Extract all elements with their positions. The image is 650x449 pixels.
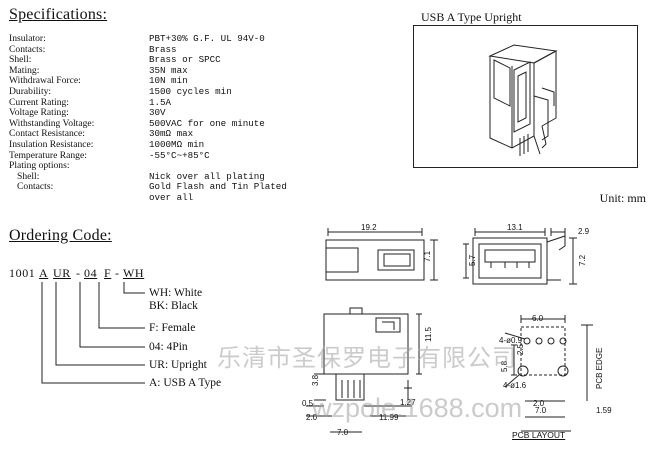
pcb-edge-label: PCB EDGE (595, 347, 604, 389)
dim-pcb-f: 2.0 (533, 399, 545, 408)
spec-key: Plating options: (9, 160, 70, 172)
legend-black: BK: Black (149, 300, 198, 312)
spec-value: -55°C~+85°C (149, 149, 210, 161)
spec-value: 1.5A (149, 96, 172, 108)
dim-side-pin: 3.8 (311, 374, 320, 386)
spec-key: Voltage Rating: (9, 107, 69, 119)
spec-key: Contacts: (9, 43, 46, 55)
dim-side-e: 7.0 (337, 428, 349, 437)
specifications-heading: Specifications: (9, 6, 108, 23)
dim-pcb-b: 4-ø0.9 (499, 336, 523, 345)
spec-row: Mating: 35N max (9, 64, 309, 76)
spec-row: over all (9, 193, 309, 203)
product-title: USB A Type Upright (421, 10, 522, 24)
dim-top-height: 7.1 (423, 250, 432, 262)
dim-side-a: 0.5 (302, 399, 314, 408)
spec-key: Insulator: (9, 33, 46, 44)
spec-value: 1000MΩ min (149, 139, 205, 150)
spec-row: Insulator: PBT+30% G.F. UL 94V-0 (9, 34, 309, 44)
dim-pcb-a: 6.0 (532, 314, 544, 323)
spec-value: 35N max (149, 64, 188, 76)
spec-value: PBT+30% G.F. UL 94V-0 (149, 33, 265, 44)
dim-front-h2: 7.2 (578, 254, 587, 266)
dim-pcb-g: 7.0 (535, 406, 547, 415)
spec-value: Nick over all plating (149, 170, 265, 182)
spec-value: Gold Flash and Tin Plated (149, 181, 287, 193)
ordering-leader-lines (41, 282, 145, 384)
legend-female: F: Female (149, 322, 196, 334)
code-part-dash-2: - (115, 266, 120, 280)
spec-row: Current Rating: 1.5A (9, 96, 309, 108)
ordering-code-heading: Ordering Code: (9, 227, 112, 244)
ordering-code: 1001 A UR - 04 F - WH (9, 266, 159, 280)
spec-row: Insulation Resistance: 1000MΩ min (9, 140, 309, 150)
spec-value: 1500 cycles min (149, 86, 232, 97)
dim-front-offset: 2.9 (578, 227, 590, 236)
dim-pcb-h: 1.59 (596, 406, 612, 415)
spec-value: over all (149, 192, 194, 203)
legend-white: WH: White (149, 287, 203, 299)
spec-row: Shell: Brass or SPCC (9, 55, 309, 65)
spec-key: Temperature Range: (9, 149, 87, 161)
spec-row: Voltage Rating: 30V (9, 108, 309, 118)
dim-front-width: 13.1 (507, 223, 523, 232)
spec-key: Shell: (9, 54, 32, 66)
dim-pcb-e: 5.8 (500, 360, 509, 372)
spec-key: Withstanding Voltage: (9, 117, 95, 129)
dim-top-width: 19.2 (361, 223, 377, 232)
spec-row: Durability: 1500 cycles min (9, 87, 309, 97)
spec-key: Durability: (9, 86, 52, 97)
dim-side-b: 1.27 (400, 398, 416, 407)
pcb-layout-label: PCB LAYOUT (512, 430, 566, 440)
legend-upright: UR: Upright (149, 359, 207, 371)
spec-row: Plating options: (9, 161, 309, 171)
spec-key: Contact Resistance: (9, 128, 85, 140)
spec-key: Withdrawal Force: (9, 75, 81, 87)
product-photo-frame (413, 25, 638, 168)
spec-row: Contact Resistance: 30mΩ max (9, 129, 309, 139)
spec-key: Shell: (17, 170, 40, 182)
code-part-series: 1001 (9, 266, 36, 280)
dim-pcb-d: 2.5 (516, 343, 525, 355)
spec-row: Withstanding Voltage: 500VAC for one minu… (9, 117, 309, 129)
spec-value: 30mΩ max (149, 128, 194, 140)
dim-pcb-c: 4-ø1.6 (503, 381, 527, 390)
code-part-color: WH (123, 266, 145, 280)
top-view-drawing (325, 228, 438, 281)
spec-key: Insulation Resistance: (9, 139, 94, 150)
spec-row: Contacts: Gold Flash and Tin Plated (9, 182, 309, 192)
spec-value: 10N min (149, 75, 188, 87)
spec-key: Current Rating: (9, 96, 69, 108)
front-view-drawing (463, 228, 577, 285)
spec-row: Contacts: Brass (9, 43, 309, 55)
code-part-style: UR (53, 266, 71, 280)
spec-key: Mating: (9, 64, 40, 76)
spec-row: Shell: Nick over all plating (9, 170, 309, 182)
spec-value: 500VAC for one minute (149, 117, 265, 129)
code-part-pins: 04 (84, 266, 98, 280)
dim-side-c: 2.0 (306, 413, 318, 422)
spec-value: Brass (149, 43, 177, 55)
code-part-dash-1: - (76, 266, 81, 280)
code-part-gender: F (104, 266, 112, 280)
spec-row: Temperature Range: -55°C~+85°C (9, 149, 309, 161)
spec-value: 30V (149, 107, 166, 119)
unit-label: Unit: mm (599, 191, 646, 205)
legend-usb-a: A: USB A Type (149, 377, 222, 389)
dim-front-h1: 5.7 (468, 254, 477, 266)
spec-value: Brass or SPCC (149, 54, 221, 66)
usb-connector-3d-illustration (488, 44, 558, 156)
spec-row: Withdrawal Force: 10N min (9, 76, 309, 86)
dim-side-d: 11.99 (379, 413, 399, 422)
spec-key: Contacts: (17, 181, 54, 193)
legend-4pin: 04: 4Pin (149, 341, 188, 353)
dim-side-height: 11.5 (424, 327, 433, 342)
pcb-layout-drawing (504, 315, 593, 432)
code-part-type: A (39, 266, 49, 280)
side-view-drawing (306, 307, 422, 433)
